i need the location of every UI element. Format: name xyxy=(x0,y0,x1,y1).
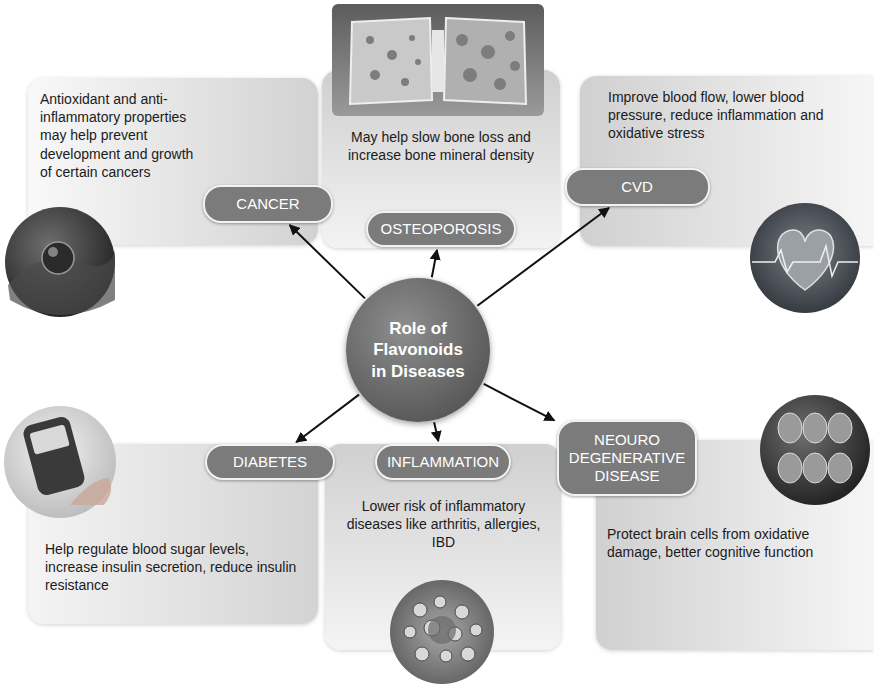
arrow-connector xyxy=(484,384,555,420)
description-text: Improve blood flow, lower blood pressure… xyxy=(608,88,866,143)
cancer-image xyxy=(5,207,115,317)
info-panel: May help slow bone loss and increase bon… xyxy=(322,70,560,248)
spinal-disc xyxy=(432,30,444,92)
vertebra-body xyxy=(350,18,432,104)
description-text: Lower risk of inflammatory diseases like… xyxy=(336,497,551,552)
image-disc xyxy=(760,395,870,505)
info-panel: Protect brain cells from oxidative damag… xyxy=(596,440,874,650)
description-text: Help regulate blood sugar levels, increa… xyxy=(45,540,300,595)
category-pill: OSTEOPOROSIS xyxy=(366,211,516,247)
cell-tissue-image xyxy=(390,580,494,684)
info-panel: Improve blood flow, lower blood pressure… xyxy=(580,76,874,246)
arrow-connector xyxy=(434,422,438,441)
cell-highlight xyxy=(48,247,58,257)
description-text: Protect brain cells from oxidative damag… xyxy=(607,525,862,561)
heart-image xyxy=(750,203,860,313)
category-label: NEOURO DEGENERATIVE DISEASE xyxy=(569,431,685,485)
category-label: CVD xyxy=(621,178,653,196)
bone-image xyxy=(332,4,544,116)
brain-slices xyxy=(778,413,852,483)
glucose-meter-image xyxy=(4,406,116,518)
image-disc xyxy=(5,207,115,317)
vertebra-body xyxy=(444,18,526,104)
heart-shape xyxy=(778,230,834,290)
cell-nucleus xyxy=(428,616,456,644)
cell-pattern xyxy=(404,596,482,662)
central-title: Role of Flavonoids in Diseases xyxy=(368,318,468,382)
cell-sphere xyxy=(42,242,74,274)
image-disc xyxy=(4,406,116,518)
info-panel: Lower risk of inflammatory diseases like… xyxy=(325,444,561,650)
arrow-connector xyxy=(296,395,359,443)
central-circle: Role of Flavonoids in Diseases xyxy=(346,278,490,422)
bone-pores xyxy=(366,31,520,90)
category-label: INFLAMMATION xyxy=(387,453,499,471)
info-panel: Antioxidant and anti-inflammatory proper… xyxy=(28,78,318,245)
category-pill: CVD xyxy=(565,168,710,206)
meter-screen xyxy=(29,424,69,455)
meter-body xyxy=(22,415,87,497)
finger-shape xyxy=(70,478,111,505)
image-disc xyxy=(390,580,494,684)
tissue-shape xyxy=(8,250,115,315)
ecg-trace xyxy=(752,246,858,276)
arrow-connector xyxy=(432,250,437,277)
category-pill: DIABETES xyxy=(205,444,335,480)
brain-scan-image xyxy=(760,395,870,505)
image-ground xyxy=(332,4,544,116)
category-label: DIABETES xyxy=(233,453,307,471)
info-panel: Help regulate blood sugar levels, increa… xyxy=(28,444,318,624)
connector-group xyxy=(290,208,609,442)
category-label: CANCER xyxy=(236,195,299,213)
category-label: OSTEOPOROSIS xyxy=(381,220,502,238)
description-text: Antioxidant and anti-inflammatory proper… xyxy=(40,90,202,181)
category-pill: NEOURO DEGENERATIVE DISEASE xyxy=(557,420,697,496)
category-pill: INFLAMMATION xyxy=(375,444,511,480)
arrow-connector xyxy=(477,208,609,306)
image-disc xyxy=(750,203,860,313)
description-text: May help slow bone loss and increase bon… xyxy=(336,128,546,164)
category-pill: CANCER xyxy=(203,185,333,223)
arrow-connector xyxy=(290,225,365,298)
